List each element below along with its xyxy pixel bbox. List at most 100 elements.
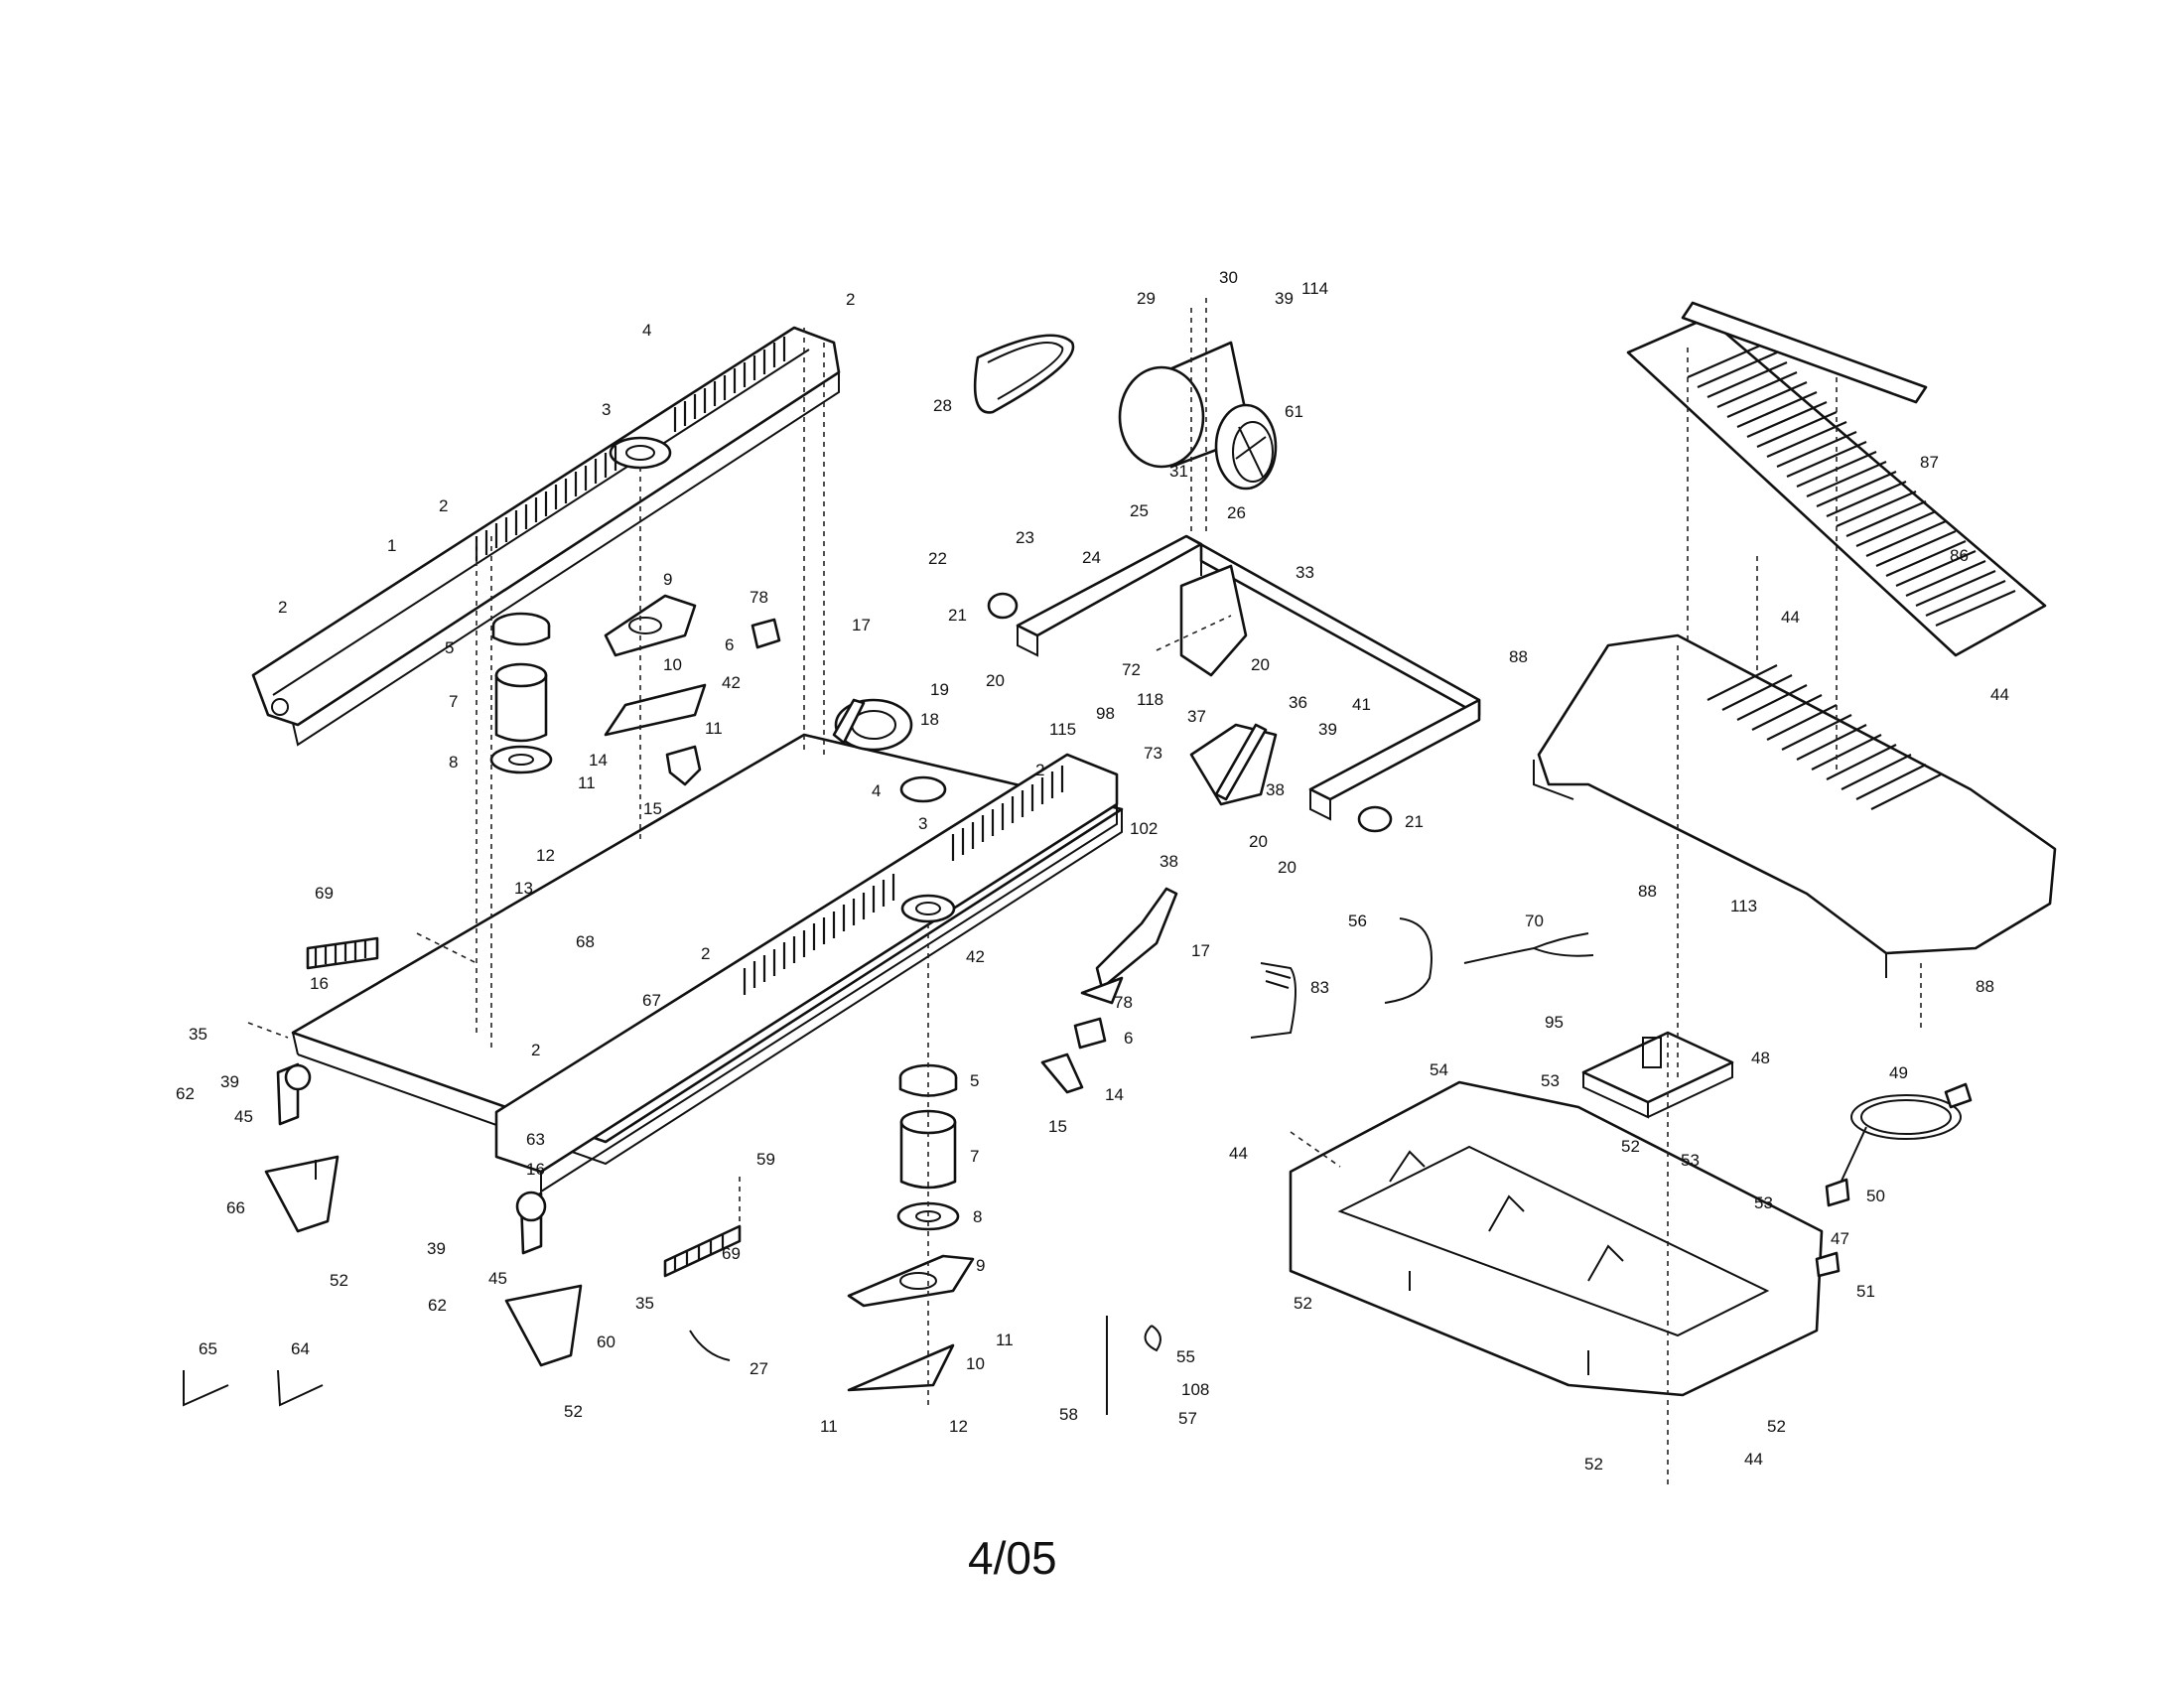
right-frame-rail [494,753,1119,1193]
callout: 63 [526,1130,545,1149]
callout: 12 [536,846,555,865]
callout: 57 [1178,1409,1197,1428]
bracket-9-lower [847,1254,975,1308]
callout: 20 [986,671,1005,690]
callout: 24 [1082,548,1101,567]
callout: 88 [1976,977,1994,996]
callout: 15 [643,799,662,818]
callout: 95 [1545,1013,1564,1032]
callout: 6 [1124,1029,1133,1048]
callout: 8 [973,1207,982,1226]
callout: 88 [1509,647,1528,666]
sticker-69-left [306,936,379,970]
bracket-9-upper [604,594,697,657]
callout: 64 [291,1339,310,1358]
callout: 53 [1681,1151,1700,1170]
rear-roller-bracket-left [276,1062,312,1126]
callout: 73 [1144,744,1162,763]
wire-harness-83 [1250,962,1297,1039]
callout: 4 [872,781,881,800]
callout: 37 [1187,707,1206,726]
callout: 2 [439,496,448,515]
callout: 69 [315,884,334,903]
isolator-stack-upper [489,612,553,774]
callout: 58 [1059,1405,1078,1424]
callout: 10 [966,1354,985,1373]
callout: 54 [1430,1060,1448,1079]
callout: 2 [531,1041,540,1059]
callout: 44 [1744,1450,1763,1469]
callout: 5 [445,638,454,657]
callout: 2 [278,598,287,617]
hex-key-64 [277,1369,324,1407]
motor-hood [1533,633,2057,978]
callout: 17 [1191,941,1210,960]
callout: 45 [234,1107,253,1126]
callout: 114 [1301,279,1328,298]
callout: 36 [1289,693,1307,712]
rear-roller-bracket-right [515,1191,547,1255]
callout: 13 [514,879,533,898]
callout: 2 [1035,761,1044,779]
rear-foot-right [504,1284,583,1367]
block-6-upper [751,618,781,649]
controller-board [1581,1031,1734,1119]
wire-56 [1384,917,1433,1004]
callout: 11 [705,719,723,738]
power-inlet [1825,1178,1850,1207]
callout: 1 [387,536,396,555]
block-6-lower [1073,1017,1107,1050]
callout: 27 [750,1359,768,1378]
callout: 22 [928,549,947,568]
callout: 44 [1990,685,2009,704]
callout: 8 [449,753,458,772]
plate-10-upper [604,683,707,737]
callout: 52 [564,1402,583,1421]
front-roller-pulley [832,698,913,752]
callout: 53 [1754,1193,1773,1212]
callout: 113 [1730,897,1757,915]
power-cord [1836,1082,1973,1193]
callout: 52 [1294,1294,1312,1313]
circuit-breaker [1815,1251,1841,1278]
rear-foot-left [264,1155,340,1233]
callout: 7 [449,692,458,711]
callout: 7 [970,1147,979,1166]
callout: 4 [642,321,651,340]
callout: 53 [1541,1071,1560,1090]
callout: 30 [1219,268,1238,287]
callout: 38 [1160,852,1178,871]
callout: 60 [597,1333,615,1351]
wheel-21-lower [1357,805,1393,833]
bracket-14-lower [1040,1052,1084,1094]
callout: 39 [1318,720,1337,739]
callout: 11 [578,773,596,792]
callout: 39 [1275,289,1294,308]
callout: 14 [1105,1085,1124,1104]
callout: 20 [1251,655,1270,674]
upright-bracket [1080,887,1178,1005]
callout: 98 [1096,704,1115,723]
callout: 52 [1584,1455,1603,1474]
tie-55 [1144,1325,1161,1352]
callout: 12 [949,1417,968,1436]
callout: 39 [427,1239,446,1258]
wire-27 [689,1330,731,1361]
callout: 9 [663,570,672,589]
callout: 26 [1227,503,1246,522]
callout: 87 [1920,453,1939,472]
callout: 78 [1114,993,1133,1012]
left-frame-rail [251,326,841,747]
incline-bracket [1179,564,1248,677]
base-pan [1289,1080,1824,1397]
bracket-14-upper [665,745,702,786]
hood-front-grille [1706,664,1942,810]
callout: 45 [488,1269,507,1288]
callout: 83 [1310,978,1329,997]
callout: 44 [1229,1144,1248,1163]
callout: 16 [310,974,329,993]
sticker-69-right [663,1224,742,1278]
callout: 62 [176,1084,195,1103]
callout: 38 [1266,780,1285,799]
callout: 35 [635,1294,654,1313]
